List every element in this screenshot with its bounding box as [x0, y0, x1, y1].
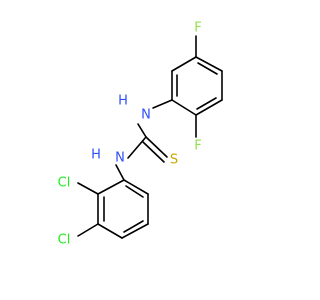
bond [152, 99, 173, 109]
atom-h-top: H [118, 94, 128, 109]
bond [125, 185, 144, 198]
bond [121, 223, 149, 239]
bonds [77, 35, 223, 239]
bond [123, 220, 144, 233]
atom-n-top: N [141, 108, 151, 123]
atom-labels: F N H F N H S Cl Cl [58, 21, 202, 248]
bond [77, 182, 99, 195]
bond [123, 179, 149, 195]
bond [137, 123, 147, 138]
bond [77, 223, 99, 237]
atom-f-bottom: F [194, 139, 201, 154]
bond [195, 56, 223, 72]
bond [127, 136, 147, 159]
bond [197, 62, 218, 75]
bond [171, 56, 197, 72]
bond [171, 99, 197, 116]
atom-f-top: F [194, 21, 201, 36]
structure-diagram: F N H F N H S Cl Cl [58, 21, 223, 248]
bond [196, 97, 217, 110]
atom-cl-lower: Cl [58, 233, 71, 248]
atom-h-left: H [91, 148, 101, 163]
bond [97, 179, 125, 195]
bond [145, 136, 168, 158]
atom-n-left: N [115, 151, 125, 166]
bond [142, 141, 165, 163]
bond [97, 223, 123, 239]
bond [195, 99, 223, 116]
atom-s: S [170, 153, 178, 168]
atom-cl-upper: Cl [58, 176, 71, 191]
bond [115, 164, 125, 181]
